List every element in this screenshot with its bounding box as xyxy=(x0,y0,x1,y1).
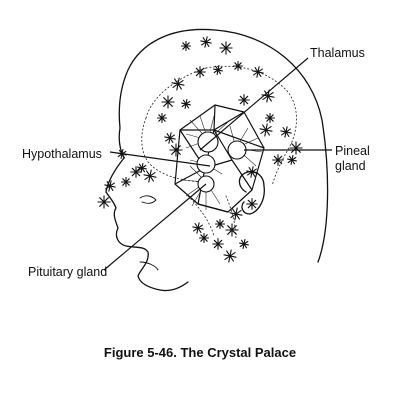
star-icon xyxy=(246,166,258,178)
label-pineal-line1: Pineal xyxy=(335,144,370,158)
pineal-sphere xyxy=(227,140,247,160)
star-icon xyxy=(171,77,185,91)
star-icon xyxy=(120,176,132,188)
star-icon xyxy=(225,223,239,237)
star-icon xyxy=(137,163,147,173)
star-icon xyxy=(229,207,243,221)
star-icon xyxy=(169,143,183,157)
star-icon xyxy=(223,249,237,263)
star-icon xyxy=(213,65,223,75)
eye xyxy=(139,195,157,204)
head-profile xyxy=(105,28,329,292)
star-icon xyxy=(259,123,273,137)
star-icon xyxy=(212,238,224,250)
star-icon xyxy=(246,198,258,210)
star-icon xyxy=(194,66,206,78)
star-cluster xyxy=(97,36,303,263)
brainstem-outline xyxy=(187,195,237,241)
brain-outline xyxy=(141,65,297,187)
crystal-polyhedron xyxy=(174,104,265,213)
star-icon xyxy=(238,94,250,106)
star-icon xyxy=(280,126,292,138)
hypothalamus-leader xyxy=(109,151,211,167)
head-outline xyxy=(105,28,329,292)
figure-caption: Figure 5-46. The Crystal Palace xyxy=(104,345,296,360)
star-icon xyxy=(232,60,244,72)
star-icon xyxy=(180,40,192,52)
star-icon xyxy=(289,141,303,155)
label-pineal-line2: gland xyxy=(335,159,366,173)
leader-lines xyxy=(103,57,332,271)
ear-outline xyxy=(238,170,265,215)
star-icon xyxy=(156,112,168,124)
pituitary-leader xyxy=(103,183,207,271)
label-hypothalamus: Hypothalamus xyxy=(22,147,102,161)
star-icon xyxy=(272,154,284,166)
star-icon xyxy=(130,166,142,178)
star-icon xyxy=(198,232,210,244)
crystal-outer xyxy=(174,104,265,213)
star-icon xyxy=(181,99,191,109)
star-icon xyxy=(239,239,249,249)
star-icon xyxy=(143,169,157,183)
star-icon xyxy=(200,36,212,48)
thalamus-leader xyxy=(199,57,309,151)
label-pituitary: Pituitary gland xyxy=(28,265,107,279)
star-icon xyxy=(287,155,297,165)
star-icon xyxy=(161,95,175,109)
star-icon xyxy=(164,132,176,144)
crystal-facet-3 xyxy=(213,129,253,191)
star-icon xyxy=(219,41,233,55)
star-icon xyxy=(192,222,204,234)
star-icon xyxy=(252,66,264,78)
star-icon xyxy=(97,195,111,209)
star-icon xyxy=(214,218,226,230)
star-icon xyxy=(104,180,116,192)
label-thalamus: Thalamus xyxy=(310,46,365,60)
mouth xyxy=(139,261,159,271)
star-icon xyxy=(264,112,276,124)
